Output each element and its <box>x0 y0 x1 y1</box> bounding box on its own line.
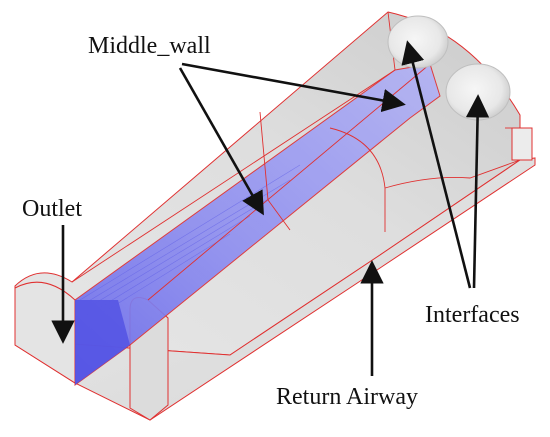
middle-wall-arrow-right <box>181 62 406 113</box>
return-airway-end <box>511 127 533 161</box>
label-middle-wall: Middle_wall <box>88 33 211 59</box>
annotation-arrows <box>51 40 490 376</box>
interfaces-arrow-lower <box>465 94 490 289</box>
label-interfaces: Interfaces <box>425 302 520 328</box>
outlet-face <box>14 281 76 384</box>
label-return-airway: Return Airway <box>276 384 418 410</box>
label-outlet: Outlet <box>22 196 82 222</box>
interface-port-upper <box>387 15 449 69</box>
interfaces-arrow-upper <box>401 40 472 289</box>
middle-wall-arrow-left <box>178 67 264 216</box>
